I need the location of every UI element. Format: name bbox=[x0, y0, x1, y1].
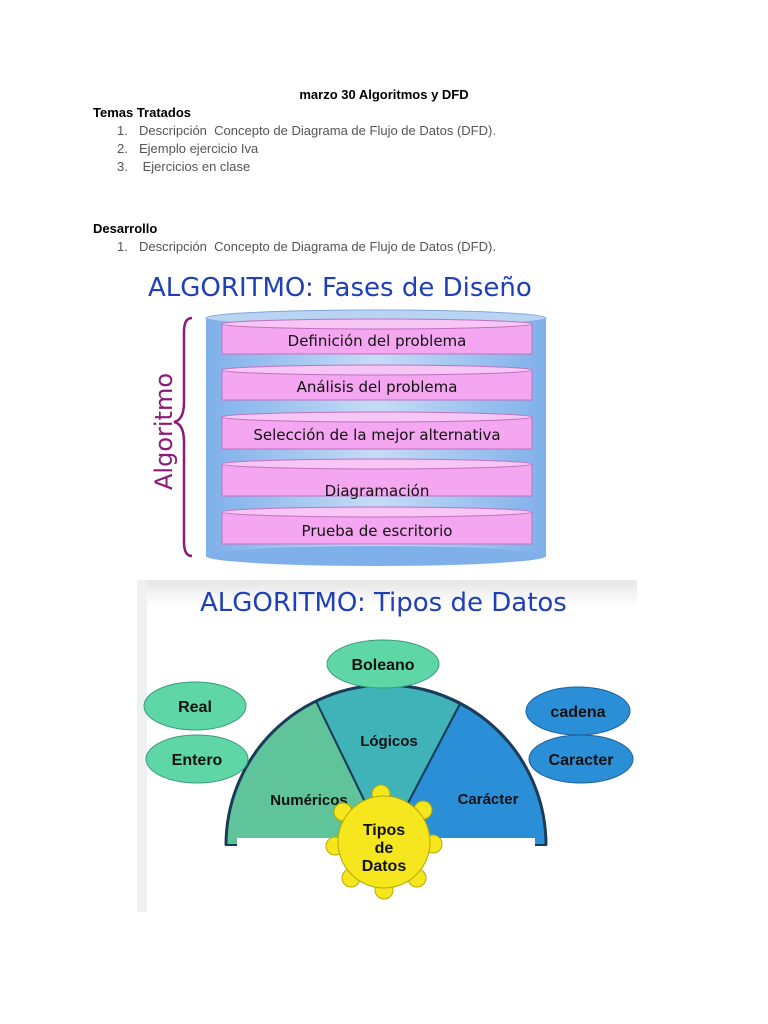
bubble-label: cadena bbox=[550, 704, 605, 721]
segment-label: Lógicos bbox=[360, 733, 418, 750]
figure-tipos-datos: ALGORITMO: Tipos de Datos Numéricos Lógi… bbox=[137, 580, 637, 912]
center-label: Tipos bbox=[363, 822, 405, 839]
layer-4: Diagramación bbox=[221, 458, 533, 500]
layer-label: Análisis del problema bbox=[297, 378, 458, 396]
temas-item-2: 2. Ejemplo ejercicio Iva bbox=[117, 141, 258, 156]
bubble-real: Real bbox=[143, 681, 247, 731]
center-gear bbox=[325, 784, 443, 900]
center-label: de bbox=[375, 840, 394, 857]
list-text: Ejemplo ejercicio Iva bbox=[139, 141, 259, 156]
temas-item-1: 1. Descripción Concepto de Diagrama de Fl… bbox=[117, 123, 496, 138]
layer-5: Prueba de escritorio bbox=[221, 506, 533, 545]
layer-label: Selección de la mejor alternativa bbox=[253, 426, 500, 444]
bubble-label: Caracter bbox=[549, 752, 614, 769]
layer-label: Prueba de escritorio bbox=[302, 522, 453, 540]
desarrollo-heading: Desarrollo bbox=[93, 221, 158, 236]
temas-heading: Temas Tratados bbox=[93, 105, 192, 120]
desarrollo-item-1: 1. Descripción Concepto de Diagrama de Fl… bbox=[117, 239, 496, 254]
layer-1: Definición del problema bbox=[221, 318, 533, 355]
list-text: Descripción Concepto de Diagrama de Fluj… bbox=[139, 239, 496, 254]
list-text: Descripción Concepto de Diagrama de Fluj… bbox=[139, 123, 496, 138]
bubble-cadena: cadena bbox=[525, 686, 631, 736]
layer-3: Selección de la mejor alternativa bbox=[221, 411, 533, 450]
cylinder-bottom bbox=[206, 546, 546, 566]
figure-fases-diseno: ALGORITMO: Fases de Diseño Algoritmo Def… bbox=[148, 273, 547, 566]
list-number: 2. bbox=[117, 141, 128, 156]
brace-shape bbox=[173, 316, 193, 558]
figure1-title: ALGORITMO: Fases de Diseño bbox=[148, 273, 532, 303]
segment-label: Carácter bbox=[458, 791, 519, 808]
list-number: 3. bbox=[117, 159, 128, 174]
list-number: 1. bbox=[117, 123, 128, 138]
bubble-boleano: Boleano bbox=[326, 639, 440, 689]
center-label: Datos bbox=[362, 858, 407, 875]
figure2-title: ALGORITMO: Tipos de Datos bbox=[200, 588, 567, 618]
side-label: Algoritmo bbox=[150, 373, 178, 490]
layer-label: Definición del problema bbox=[288, 332, 467, 350]
document-title: marzo 30 Algoritmos y DFD bbox=[299, 87, 469, 102]
bubble-label: Boleano bbox=[351, 657, 414, 674]
bubble-label: Real bbox=[178, 699, 212, 716]
layer-label: Diagramación bbox=[325, 482, 430, 500]
layer-2: Análisis del problema bbox=[221, 364, 533, 401]
figure2-left-strip bbox=[137, 580, 147, 912]
temas-item-3: 3. Ejercicios en clase bbox=[117, 159, 250, 174]
bubble-label: Entero bbox=[172, 752, 223, 769]
list-number: 1. bbox=[117, 239, 128, 254]
segment-label: Numéricos bbox=[270, 792, 348, 809]
list-text: Ejercicios en clase bbox=[139, 159, 251, 174]
bubble-caracter: Caracter bbox=[528, 734, 634, 784]
bubble-entero: Entero bbox=[145, 734, 249, 784]
